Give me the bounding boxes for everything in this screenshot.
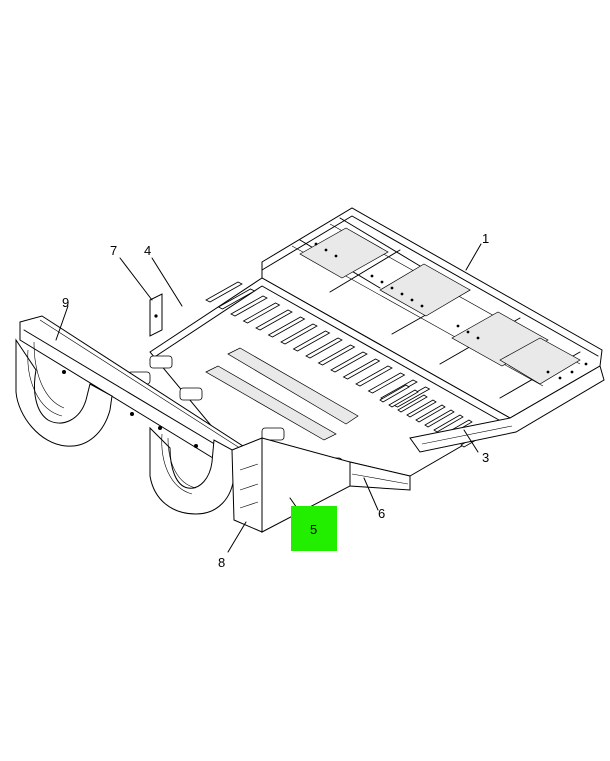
front-lower-box <box>231 437 351 533</box>
rear-rib-slot <box>406 399 437 418</box>
floor-pad <box>261 427 285 441</box>
rear-rib-slot <box>379 384 410 403</box>
side-rail <box>349 461 411 491</box>
callout-5-highlight <box>291 506 337 551</box>
floor-rib-slot <box>342 358 381 380</box>
rear-rib-slot <box>397 394 428 413</box>
callout-4[interactable]: 4 <box>144 243 151 258</box>
floor-rib-slot <box>305 337 343 359</box>
floor-pad <box>179 387 203 401</box>
rear-rib-slot <box>388 389 419 408</box>
callout-8[interactable]: 8 <box>218 555 225 570</box>
floor-rib-slot <box>217 288 256 310</box>
floor-rib-slot <box>242 302 281 324</box>
callout-3[interactable]: 3 <box>482 450 489 465</box>
rear-rib-slot <box>433 414 464 433</box>
floor-rib-slot <box>367 372 406 394</box>
callout-labels: 1 3 4 5 6 7 8 9 <box>62 231 489 570</box>
left-wheel-well <box>15 338 113 447</box>
rear-rib-slot <box>415 404 446 423</box>
floor-panel <box>149 277 512 477</box>
callout-7[interactable]: 7 <box>110 243 117 258</box>
floor-rib-slot <box>255 309 293 331</box>
floor-pad <box>149 355 173 369</box>
callout-1[interactable]: 1 <box>482 231 489 246</box>
bracket-7 <box>149 293 163 337</box>
floor-rib-slot <box>230 295 268 317</box>
callout-9[interactable]: 9 <box>62 295 69 310</box>
floor-rib-slot <box>317 344 356 366</box>
floor-rib-slot <box>330 351 368 373</box>
floor-rib-slot <box>280 323 318 345</box>
underbody-frame <box>261 207 603 419</box>
rear-rib-slot <box>424 409 455 428</box>
front-cross-beam <box>19 315 247 467</box>
callout-6[interactable]: 6 <box>378 506 385 521</box>
floor-rib-slot <box>267 316 306 338</box>
callout-5[interactable]: 5 <box>310 522 317 537</box>
floor-rib-slot <box>205 281 243 303</box>
floor-rib-slot <box>355 365 393 387</box>
floor-rib-slot <box>292 330 331 352</box>
